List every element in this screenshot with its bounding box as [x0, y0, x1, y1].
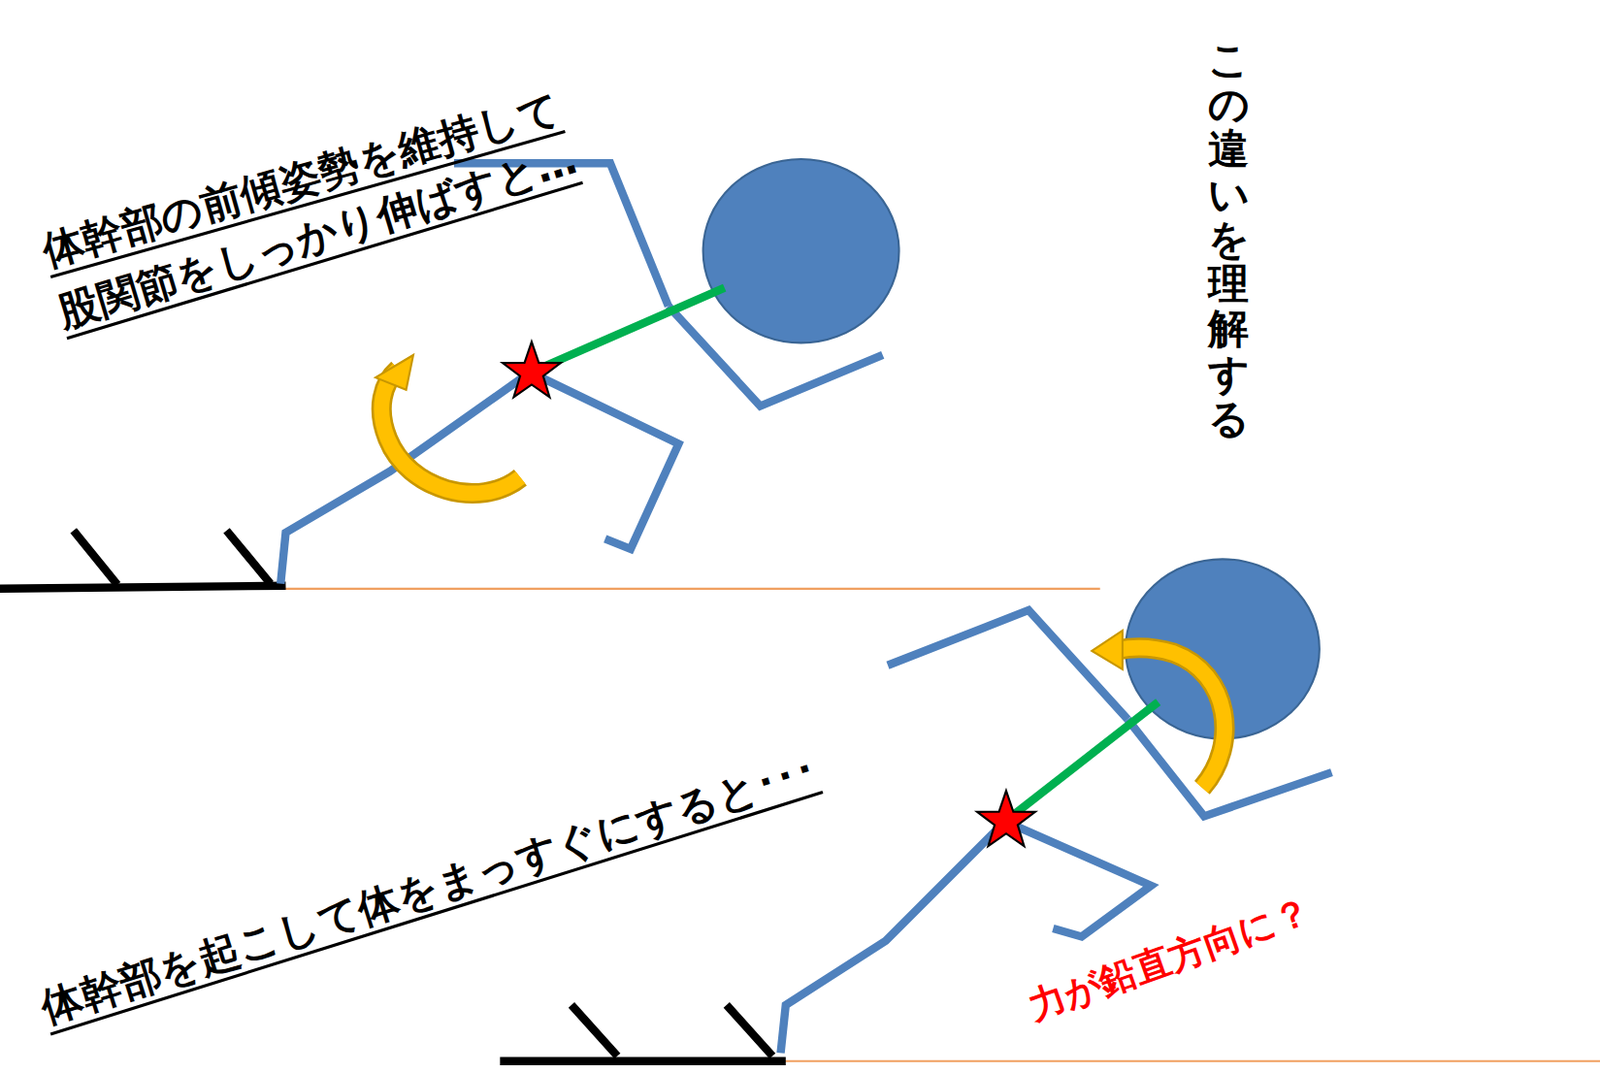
- trunk: [1005, 702, 1159, 822]
- body-limbs: [781, 610, 1333, 1053]
- trunk: [530, 288, 725, 373]
- head: [703, 159, 900, 343]
- hip-joint-star: [502, 341, 561, 397]
- caption-line: 体幹部を起こして体をまっすぐにすると･･･: [35, 745, 824, 1037]
- force-note: 力が鉛直方向に？: [1021, 886, 1318, 1033]
- ground-line: [783, 1060, 1600, 1063]
- ground-line: [283, 587, 1100, 590]
- hip-joint-star: [977, 790, 1036, 847]
- starting-block: [73, 530, 271, 586]
- rotation-arrow: [375, 355, 521, 493]
- vertical-note: この違いを理解する: [1208, 36, 1249, 441]
- ground: [499, 1057, 785, 1066]
- rotation-arrow: [1091, 630, 1225, 788]
- ground: [0, 586, 286, 589]
- starting-block: [571, 1005, 773, 1057]
